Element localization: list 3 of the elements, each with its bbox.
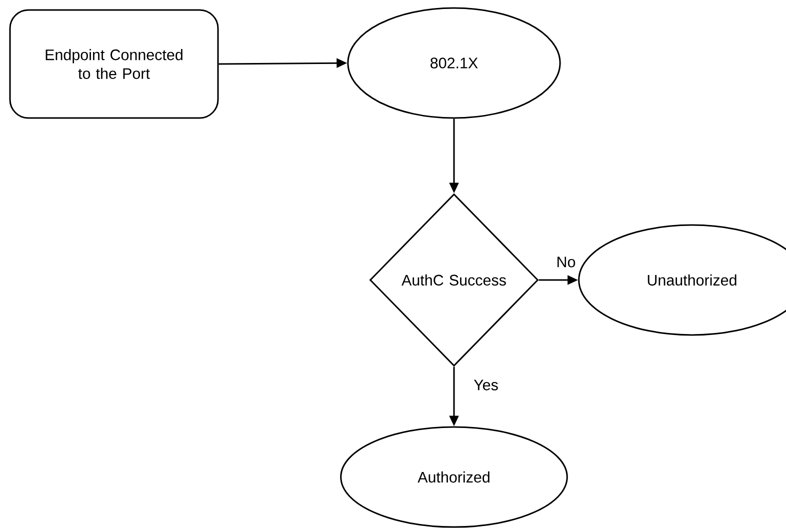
process-box: Endpoint Connected to the Port bbox=[9, 9, 219, 119]
edge-label: Yes bbox=[472, 378, 500, 392]
edge-label: No bbox=[555, 256, 577, 268]
